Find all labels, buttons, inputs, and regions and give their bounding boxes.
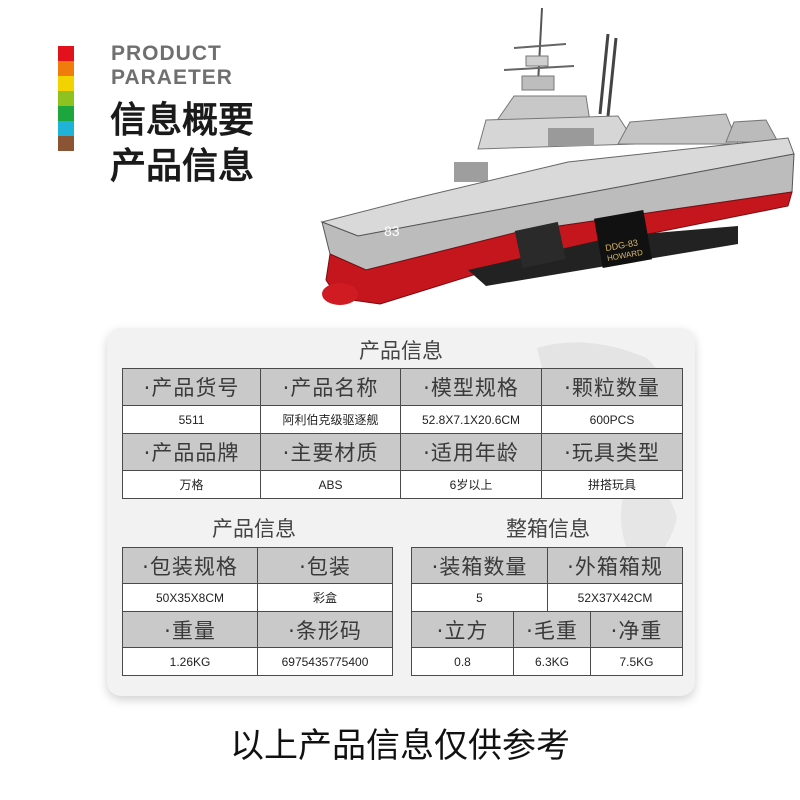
brand-color-bar xyxy=(58,46,74,151)
value-brand: 万格 xyxy=(122,470,261,499)
value-package: 彩盒 xyxy=(257,583,393,612)
header-en-line1: PRODUCT xyxy=(111,42,222,65)
info-panel: 产品信息 ·产品货号 ·产品名称 ·模型规格 ·颗粒数量 5511 阿利伯克级驱… xyxy=(107,328,695,696)
header-package-size: ·包装规格 xyxy=(122,547,258,584)
value-volume: 0.8 xyxy=(411,647,514,676)
color-swatch-red xyxy=(58,46,74,61)
color-swatch-yellow xyxy=(58,76,74,91)
header-cn-line1: 信息概要 xyxy=(110,100,255,141)
value-weight: 1.26KG xyxy=(122,647,258,676)
header-english: PRODUCT PARAETER xyxy=(111,42,233,90)
header-model-size: ·模型规格 xyxy=(400,368,542,406)
header-weight: ·重量 xyxy=(122,611,258,648)
left-section-title: 产品信息 xyxy=(212,517,296,541)
carton-info-table: ·装箱数量 ·外箱箱规 5 52X37X42CM ·立方 ·毛重 ·净重 0.8… xyxy=(411,547,683,676)
color-swatch-cyan xyxy=(58,121,74,136)
header-toy-type: ·玩具类型 xyxy=(541,433,683,471)
value-toy-type: 拼搭玩具 xyxy=(541,470,683,499)
product-info-table: ·产品货号 ·产品名称 ·模型规格 ·颗粒数量 5511 阿利伯克级驱逐舰 52… xyxy=(122,368,683,499)
value-gross-weight: 6.3KG xyxy=(513,647,591,676)
value-piece-count: 600PCS xyxy=(541,405,683,434)
value-model-size: 52.8X7.1X20.6CM xyxy=(400,405,542,434)
header-gross-weight: ·毛重 xyxy=(513,611,591,648)
value-item-number: 5511 xyxy=(122,405,261,434)
destroyer-model-image: 83 DDG-83 HOWARD xyxy=(320,7,795,305)
header-cn-line2: 产品信息 xyxy=(110,146,255,187)
header-volume: ·立方 xyxy=(411,611,514,648)
header-product-name: ·产品名称 xyxy=(260,368,401,406)
header-en-line2: PARAETER xyxy=(111,66,233,89)
value-carton-size: 52X37X42CM xyxy=(547,583,683,612)
header-carton-size: ·外箱箱规 xyxy=(547,547,683,584)
header-age: ·适用年龄 xyxy=(400,433,542,471)
header-net-weight: ·净重 xyxy=(590,611,683,648)
header-brand: ·产品品牌 xyxy=(122,433,261,471)
header-item-number: ·产品货号 xyxy=(122,368,261,406)
top-section-title: 产品信息 xyxy=(359,339,443,363)
color-swatch-lime xyxy=(58,91,74,106)
header-material: ·主要材质 xyxy=(260,433,401,471)
value-material: ABS xyxy=(260,470,401,499)
color-swatch-orange xyxy=(58,61,74,76)
header-barcode: ·条形码 xyxy=(257,611,393,648)
value-net-weight: 7.5KG xyxy=(590,647,683,676)
color-swatch-brown xyxy=(58,136,74,151)
header-chinese: 信息概要 产品信息 xyxy=(110,98,254,190)
right-section-title: 整箱信息 xyxy=(506,517,590,541)
value-barcode: 6975435775400 xyxy=(257,647,393,676)
disclaimer-footer: 以上产品信息仅供参考 xyxy=(230,726,570,766)
value-product-name: 阿利伯克级驱逐舰 xyxy=(260,405,401,434)
header-carton-quantity: ·装箱数量 xyxy=(411,547,548,584)
header-package: ·包装 xyxy=(257,547,393,584)
color-swatch-green xyxy=(58,106,74,121)
header-piece-count: ·颗粒数量 xyxy=(541,368,683,406)
hull-number: 83 xyxy=(384,223,400,239)
value-carton-quantity: 5 xyxy=(411,583,548,612)
value-package-size: 50X35X8CM xyxy=(122,583,258,612)
value-age: 6岁以上 xyxy=(400,470,542,499)
package-info-table: ·包装规格 ·包装 50X35X8CM 彩盒 ·重量 ·条形码 1.26KG 6… xyxy=(122,547,393,676)
